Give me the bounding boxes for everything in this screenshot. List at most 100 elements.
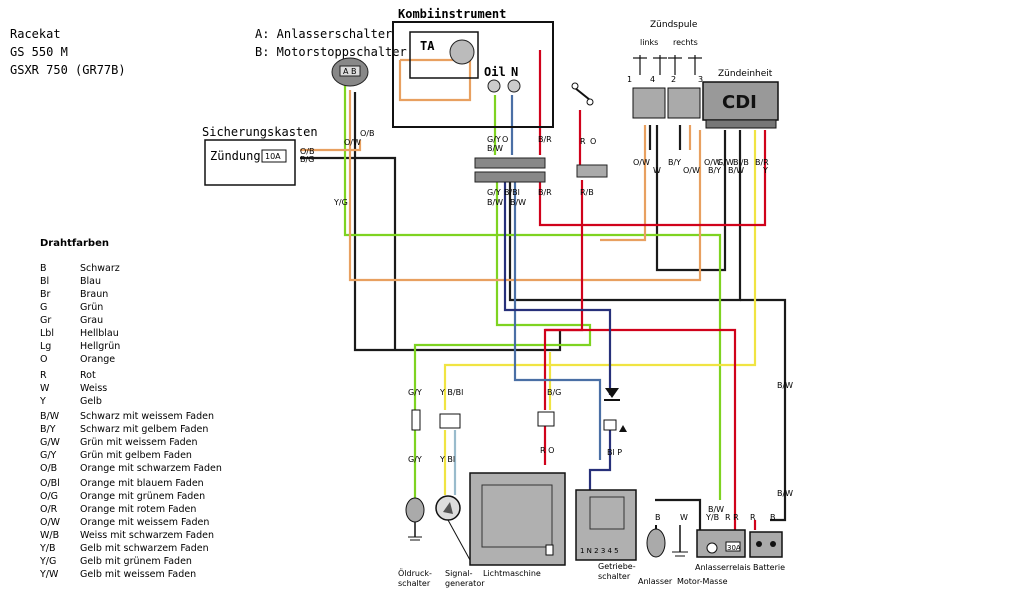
- svg-text:G/Y: G/Y: [487, 188, 501, 197]
- ground-icon: [672, 525, 688, 557]
- svg-text:O/W: O/W: [683, 166, 700, 175]
- kombi-oil: Oil: [484, 65, 506, 79]
- wire-gy-oil: [413, 95, 592, 500]
- svg-text:O/B: O/B: [300, 147, 314, 156]
- kombi-box: [392, 21, 554, 128]
- kombi-n: N: [511, 65, 518, 79]
- svg-text:Y: Y: [762, 166, 768, 175]
- oil-lamp-icon: [487, 79, 501, 93]
- svg-text:B/R: B/R: [538, 135, 552, 144]
- svg-text:O/W: O/W: [344, 138, 361, 147]
- svg-text:Bl/B: Bl/B: [733, 158, 749, 167]
- svg-text:B/W: B/W: [510, 198, 526, 207]
- gear-switch-pins: 1 N 2 3 4 5: [580, 547, 619, 555]
- model-line-3: GSXR 750 (GR77B): [10, 63, 126, 77]
- switch-b-label: B: Motorstoppschalter: [255, 45, 407, 59]
- wire-blue-main: [510, 95, 602, 460]
- battery-label: Batterie: [753, 563, 785, 572]
- svg-text:Y Bl: Y Bl: [439, 455, 455, 464]
- wire-darkblue: [503, 182, 612, 490]
- svg-text:B/Bl: B/Bl: [504, 188, 520, 197]
- connector-getriebe: [603, 419, 617, 431]
- svg-text:B/G: B/G: [547, 388, 561, 397]
- svg-text:W: W: [653, 166, 661, 175]
- svg-text:O: O: [590, 137, 596, 146]
- fusebox-zuendung: Zündung: [210, 149, 261, 163]
- svg-text:B/R: B/R: [755, 158, 769, 167]
- connector-oil: [411, 409, 421, 431]
- cdi-box: [702, 81, 779, 121]
- wire-black-main: [300, 92, 562, 352]
- wire-black-cdi: [655, 125, 727, 272]
- cdi-connector: [705, 119, 777, 129]
- fusebox-title: Sicherungskasten: [202, 125, 318, 139]
- relay-label: Anlasserrelais: [695, 563, 751, 572]
- gear-switch-label-1: Getriebe-: [598, 562, 636, 571]
- kombi-title: Kombiinstrument: [398, 7, 506, 21]
- model-line-1: Racekat: [10, 27, 61, 41]
- coil-pin-3: 3: [698, 75, 703, 84]
- kombi-ta-box: [409, 31, 479, 79]
- wire-green-yellow: [343, 85, 722, 500]
- svg-text:R/B: R/B: [580, 188, 594, 197]
- svg-text:R: R: [750, 513, 756, 522]
- wire-black-relais: [655, 498, 702, 530]
- svg-text:B/W: B/W: [777, 381, 793, 390]
- svg-text:Y B/Bl: Y B/Bl: [439, 388, 463, 397]
- switch-a-label: A: Anlasserschalter: [255, 27, 392, 41]
- svg-text:Bl P: Bl P: [607, 448, 622, 457]
- coil-rechts: rechts: [673, 38, 698, 47]
- coil-pin-4: 4: [650, 75, 655, 84]
- fuse-rating: 10A: [265, 152, 281, 161]
- signal-label-1: Signal-: [445, 569, 473, 578]
- wire-labels: O/B O/W O/B B/G Y/G G/Y O B/W B/R G/Y B/…: [300, 129, 793, 522]
- alternator-label: Lichtmaschine: [483, 569, 541, 578]
- arrow-up-icon: [619, 425, 627, 432]
- coil-right: [667, 87, 701, 119]
- svg-text:Y/G: Y/G: [333, 198, 348, 207]
- signal-label-2: generator: [445, 579, 485, 588]
- alternator: [469, 472, 566, 566]
- coil-title: Zündspule: [650, 20, 698, 30]
- svg-text:G/Y: G/Y: [408, 388, 422, 397]
- svg-text:O: O: [502, 135, 508, 144]
- connector-main-2: [474, 171, 546, 183]
- cdi-unit-title: Zündeinheit: [718, 69, 773, 79]
- connector-licht: [537, 411, 555, 427]
- wire-black-bw-batt: [740, 298, 787, 522]
- wire-black-bw: [508, 130, 742, 302]
- wire-orange-coil: [600, 125, 647, 242]
- svg-text:B/W: B/W: [708, 505, 724, 514]
- svg-text:O/W: O/W: [633, 158, 650, 167]
- coil-left: [632, 87, 666, 119]
- motorstop-switch-icon: [571, 82, 594, 106]
- model-line-2: GS 550 M: [10, 45, 68, 59]
- starter-motor: [646, 525, 666, 558]
- svg-text:G/Y: G/Y: [487, 135, 501, 144]
- connector-signal: [439, 413, 461, 429]
- svg-text:R R: R R: [725, 513, 739, 522]
- wire-coil-links: [648, 125, 682, 150]
- cdi-label: CDI: [722, 92, 757, 113]
- svg-text:B/W: B/W: [728, 166, 744, 175]
- svg-text:O/B: O/B: [360, 129, 374, 138]
- kombi-ta: TA: [420, 39, 435, 53]
- diode-icon: [605, 388, 619, 398]
- starter-relay: [696, 529, 746, 558]
- svg-text:R O: R O: [540, 446, 554, 455]
- oil-pressure-label-1: Öldruck-: [398, 568, 432, 578]
- wire-red-kombi: [538, 50, 767, 227]
- svg-text:B/G: B/G: [300, 155, 314, 164]
- tacho-icon: [449, 39, 475, 65]
- wires: [300, 50, 787, 530]
- ground-label: Motor-Masse: [677, 577, 728, 586]
- svg-text:B/Y: B/Y: [668, 158, 681, 167]
- coil-pin-1: 1: [627, 75, 632, 84]
- oil-pressure-label-2: schalter: [398, 579, 431, 588]
- svg-text:B/W: B/W: [487, 198, 503, 207]
- wire-red-relais: [545, 328, 737, 530]
- starter-label: Anlasser: [638, 577, 673, 586]
- spark-plug-icons: [633, 55, 702, 75]
- svg-text:G/W: G/W: [717, 158, 734, 167]
- svg-text:O/W: O/W: [704, 158, 721, 167]
